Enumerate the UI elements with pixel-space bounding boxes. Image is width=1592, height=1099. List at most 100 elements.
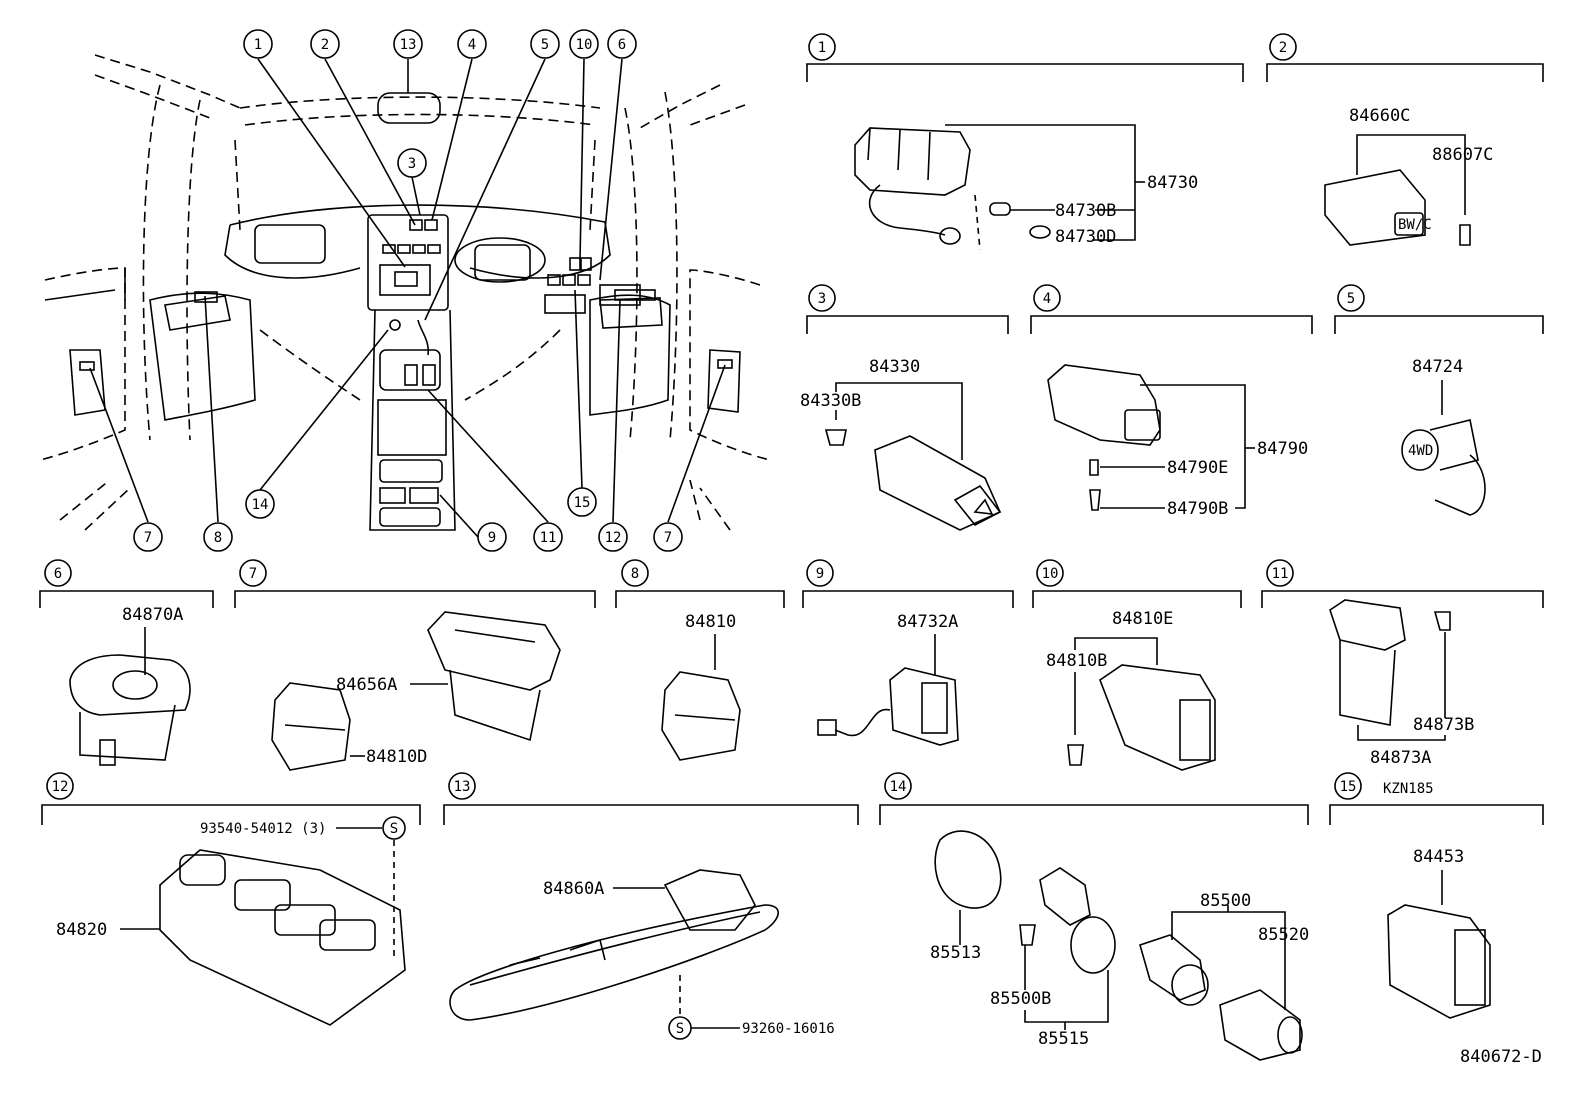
svg-text:6: 6 [54,566,62,582]
switch-84873a-icon [1329,599,1451,726]
drawing-id: 840672-D [1460,1047,1542,1067]
group-11: 11 84873B 84873A [1261,559,1544,768]
callout-7-left: 7 [133,522,163,552]
svg-text:1: 1 [254,37,262,53]
callout-2: 2 [310,29,340,59]
svg-text:3: 3 [408,156,416,172]
svg-text:85520: 85520 [1258,925,1309,945]
window-switch-84656a-icon [427,611,561,742]
hazard-switch-icon [824,429,1002,531]
svg-text:84873A: 84873A [1370,748,1431,768]
callout-15: 15 [567,487,597,517]
svg-text:7: 7 [664,530,672,546]
svg-text:12: 12 [605,530,622,546]
svg-text:85500: 85500 [1200,891,1251,911]
callout-3: 3 [397,148,427,178]
svg-text:93260-16016: 93260-16016 [742,1021,835,1037]
cigarette-lighter-parts-icon [934,830,1303,1061]
group-14: 14 85513 85500 85520 85500B 85515 [879,772,1309,1061]
svg-text:84330: 84330 [869,357,920,377]
svg-text:KZN185: KZN185 [1383,781,1434,797]
svg-text:85513: 85513 [930,943,981,963]
svg-text:84870A: 84870A [122,605,183,625]
svg-text:11: 11 [1272,566,1289,582]
svg-text:6: 6 [618,37,626,53]
group-7: 7 84656A 84810D [234,559,596,771]
svg-text:10: 10 [1042,566,1059,582]
svg-text:BW/C: BW/C [1398,217,1432,233]
svg-text:84660C: 84660C [1349,106,1410,126]
group-8: 8 84810 [615,559,785,761]
svg-text:84810D: 84810D [366,747,427,767]
svg-text:2: 2 [321,37,329,53]
svg-text:84732A: 84732A [897,612,958,632]
callout-4: 4 [457,29,487,59]
callout-6: 6 [607,29,637,59]
svg-text:10: 10 [576,37,593,53]
switch-84732a-icon [817,667,959,746]
svg-text:13: 13 [454,779,471,795]
svg-text:84656A: 84656A [336,675,397,695]
svg-text:7: 7 [249,566,257,582]
svg-text:8: 8 [214,530,222,546]
interior-overview-illustration [39,54,771,531]
group-15: 15 KZN185 84453 [1329,772,1544,1019]
switch-84453-icon [1387,904,1491,1019]
svg-text:84724: 84724 [1412,357,1463,377]
svg-text:14: 14 [252,497,269,513]
callout-14: 14 [245,489,275,519]
svg-text:5: 5 [541,37,549,53]
group-3: 3 84330 84330B [800,284,1009,531]
group-6: 6 84870A [39,559,214,766]
svg-text:93540-54012 (3): 93540-54012 (3) [200,821,326,837]
overview-leader-lines [89,58,726,538]
mirror-switch-icon [69,654,191,766]
svg-text:3: 3 [818,291,826,307]
svg-text:7: 7 [144,530,152,546]
callout-5: 5 [530,29,560,59]
svg-text:9: 9 [488,530,496,546]
svg-text:84810B: 84810B [1046,651,1107,671]
svg-text:84790B: 84790B [1167,499,1228,519]
svg-text:5: 5 [1347,291,1355,307]
callout-1: 1 [243,29,273,59]
svg-text:84810E: 84810E [1112,609,1173,629]
svg-text:84873B: 84873B [1413,715,1474,735]
master-window-switch-icon [159,849,406,1026]
svg-text:9: 9 [816,566,824,582]
svg-text:4WD: 4WD [1408,443,1433,459]
group-12: 12 93540-54012 (3) S 84820 [41,772,421,1026]
svg-text:84730D: 84730D [1055,227,1116,247]
svg-text:1: 1 [818,40,826,56]
callout-9: 9 [477,522,507,552]
svg-text:84730B: 84730B [1055,201,1116,221]
group-2: 2 84660C 88607C BW/C [1266,33,1544,246]
callout-12: 12 [598,522,628,552]
svg-text:12: 12 [52,779,69,795]
callout-7-right: 7 [653,522,683,552]
4wd-switch-icon: 4WD [1401,419,1486,516]
svg-text:S: S [390,821,398,837]
overhead-console-icon [449,869,779,1021]
svg-text:15: 15 [574,495,591,511]
window-switch-84810d-icon [271,682,351,771]
svg-text:13: 13 [400,37,417,53]
svg-text:84820: 84820 [56,920,107,940]
switch-84810e-icon [1067,664,1216,771]
bw-c-switch-icon: BW/C [1324,169,1471,246]
svg-text:S: S [676,1021,684,1037]
svg-text:2: 2 [1279,40,1287,56]
svg-text:88607C: 88607C [1432,145,1493,165]
window-switch-84810-icon [661,671,741,761]
switch-84790-icon [1047,364,1161,511]
svg-text:14: 14 [890,779,907,795]
group-5: 5 84724 4WD [1334,284,1544,516]
group-10: 10 84810E 84810B [1032,559,1242,771]
svg-text:84453: 84453 [1413,847,1464,867]
svg-text:84790E: 84790E [1167,458,1228,478]
svg-text:85515: 85515 [1038,1029,1089,1049]
callout-8: 8 [203,522,233,552]
svg-text:84860A: 84860A [543,879,604,899]
callout-11: 11 [533,522,563,552]
svg-text:84330B: 84330B [800,391,861,411]
